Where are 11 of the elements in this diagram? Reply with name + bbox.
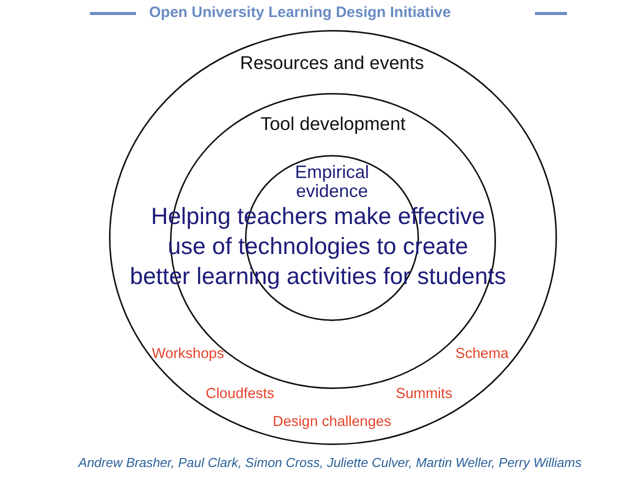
activity-label: Cloudfests bbox=[206, 385, 274, 403]
activity-label: Design challenges bbox=[272, 413, 392, 431]
outer-ring bbox=[109, 30, 557, 445]
ring-title: Tool development bbox=[260, 113, 406, 135]
activity-label: Workshops bbox=[152, 345, 224, 363]
ring-title: Resources and events bbox=[240, 52, 424, 74]
activity-label: Summits bbox=[396, 385, 452, 403]
activity-label: Schema bbox=[455, 345, 509, 363]
slide-title: Open University Learning Design Initiative bbox=[149, 3, 451, 23]
author-credits: Andrew Brasher, Paul Clark, Simon Cross, Juliette Culver, Martin Weller, Perry Williams bbox=[76, 454, 583, 472]
core-label: Empirical evidence bbox=[294, 163, 370, 201]
